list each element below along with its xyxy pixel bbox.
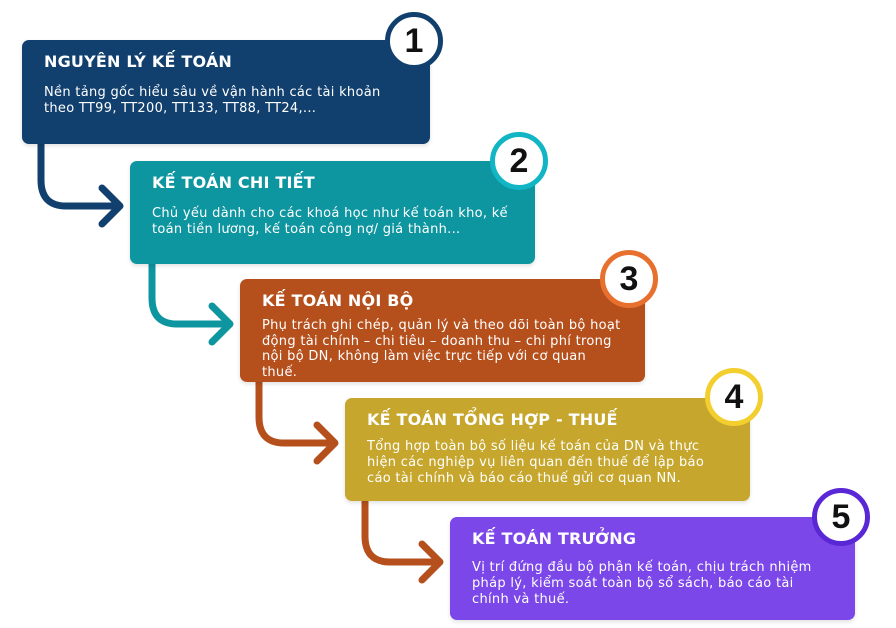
- step-title: KẾ TOÁN TRƯỞNG: [472, 529, 637, 548]
- step-card-4: KẾ TOÁN TỔNG HỢP - THUẾ Tổng hợp toàn bộ…: [345, 398, 750, 501]
- step-description: Tổng hợp toàn bộ số liệu kế toán của DN …: [367, 439, 705, 486]
- step-title: NGUYÊN LÝ KẾ TOÁN: [44, 52, 233, 71]
- arrow-4-to-5: [361, 497, 444, 584]
- step-card-1: NGUYÊN LÝ KẾ TOÁN Nền tảng gốc hiểu sâu …: [22, 40, 430, 144]
- step-number-badge-2: 2: [490, 132, 548, 190]
- step-title: KẾ TOÁN NỘI BỘ: [262, 291, 414, 310]
- arrow-2-to-3: [148, 260, 234, 346]
- step-description: Phụ trách ghi chép, quản lý và theo dõi …: [262, 318, 621, 380]
- arrow-3-to-4: [255, 378, 339, 465]
- step-number-badge-1: 1: [385, 12, 443, 70]
- step-description: Nền tảng gốc hiểu sâu về vận hành các tà…: [44, 85, 381, 116]
- step-description: Vị trí đứng đầu bộ phận kế toán, chịu tr…: [472, 560, 812, 607]
- step-number-badge-4: 4: [705, 368, 763, 426]
- step-card-5: KẾ TOÁN TRƯỞNG Vị trí đứng đầu bộ phận k…: [450, 517, 855, 620]
- arrow-1-to-2: [37, 140, 124, 228]
- step-description: Chủ yếu dành cho các khoá học như kế toá…: [152, 206, 508, 237]
- step-title: KẾ TOÁN CHI TIẾT: [152, 173, 315, 192]
- step-card-2: KẾ TOÁN CHI TIẾT Chủ yếu dành cho các kh…: [130, 161, 535, 264]
- step-title: KẾ TOÁN TỔNG HỢP - THUẾ: [367, 410, 618, 429]
- step-card-3: KẾ TOÁN NỘI BỘ Phụ trách ghi chép, quản …: [240, 279, 645, 382]
- step-number-badge-5: 5: [812, 488, 870, 546]
- step-number-badge-3: 3: [600, 250, 658, 308]
